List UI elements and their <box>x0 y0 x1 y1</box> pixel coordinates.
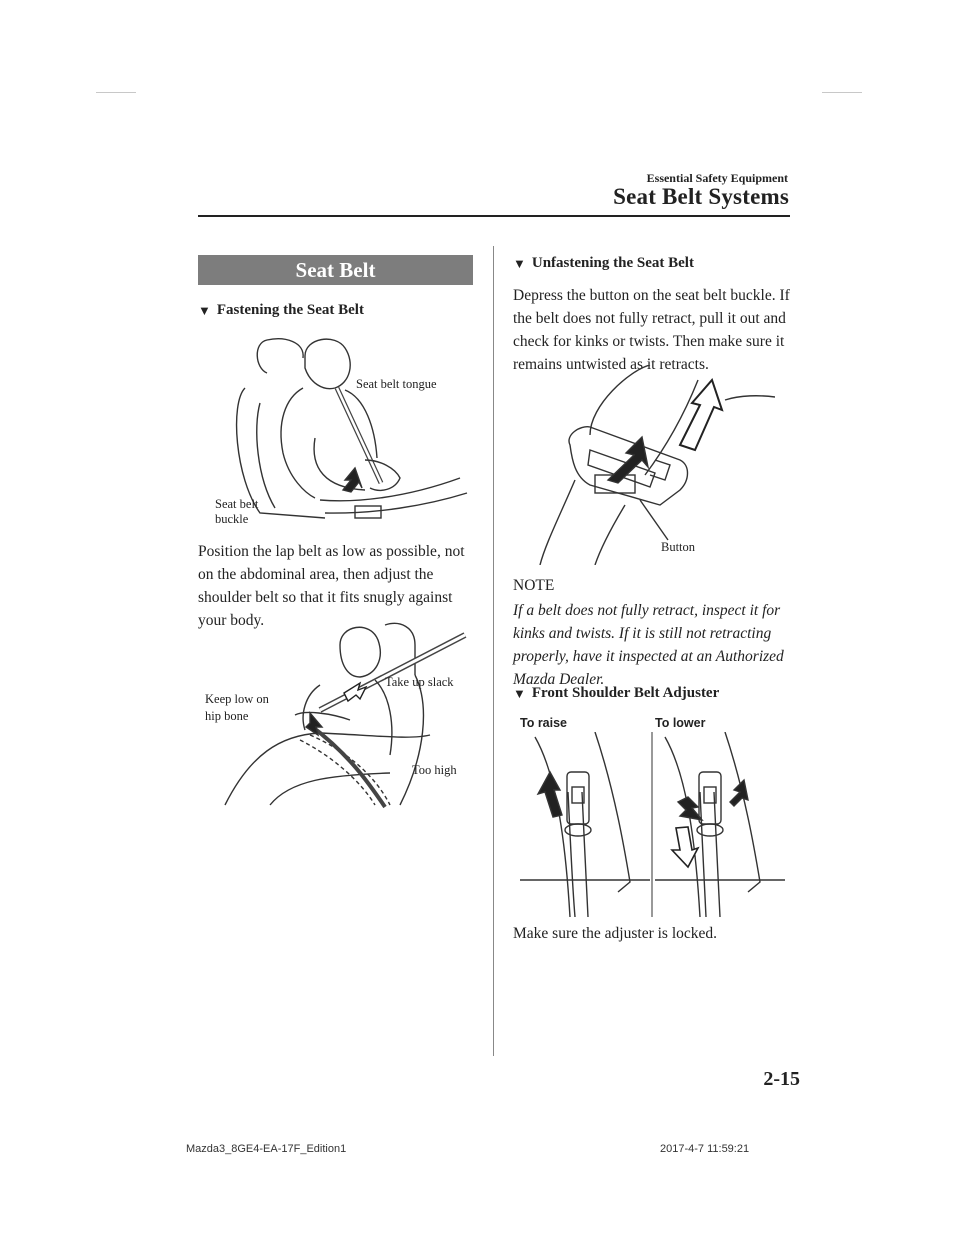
triangle-down-icon: ▼ <box>513 255 526 271</box>
label-seat-belt-buckle-1: Seat belt <box>215 497 259 511</box>
label-keep-low-2: hip bone <box>205 709 249 723</box>
buckle-release-figure <box>530 365 775 565</box>
label-take-up-slack: Take up slack <box>385 675 454 689</box>
triangle-down-icon: ▼ <box>198 302 211 318</box>
label-seat-belt-buckle-2: buckle <box>215 512 249 526</box>
fastening-figure <box>205 328 475 533</box>
adjuster-figure <box>520 732 785 917</box>
crop-mark-top-left <box>96 92 136 93</box>
fastening-heading-text: Fastening the Seat Belt <box>216 302 364 318</box>
section-title: Seat Belt Systems <box>613 184 789 209</box>
crop-mark-top-right <box>822 92 862 93</box>
lap-belt-figure <box>210 615 475 810</box>
footer-doc-id: Mazda3_8GE4-EA-17F_Edition1 <box>186 1143 347 1155</box>
fastening-paragraph: Position the lap belt as low as possible… <box>198 543 465 629</box>
adjuster-paragraph: Make sure the adjuster is locked. <box>513 925 718 942</box>
label-to-raise: To raise <box>520 716 568 730</box>
label-keep-low-1: Keep low on <box>205 692 269 706</box>
footer-timestamp: 2017-4-7 11:59:21 <box>660 1143 750 1155</box>
column-divider <box>493 246 494 1056</box>
note-text: If a belt does not fully retract, inspec… <box>513 602 784 688</box>
note-title: NOTE <box>513 577 555 594</box>
label-too-high: Too high <box>412 763 457 777</box>
header-category: Essential Safety Equipment <box>646 171 788 185</box>
unfastening-heading-text: Unfastening the Seat Belt <box>531 255 694 271</box>
label-button: Button <box>661 540 696 554</box>
page-number: 2-15 <box>763 1068 800 1090</box>
label-to-lower: To lower <box>655 716 706 730</box>
unfastening-paragraph: Depress the button on the seat belt buck… <box>513 287 790 373</box>
adjuster-heading-text: Front Shoulder Belt Adjuster <box>531 685 720 701</box>
unfastening-heading: ▼ Unfastening the Seat Belt <box>513 255 694 272</box>
fastening-heading: ▼ Fastening the Seat Belt <box>198 302 364 319</box>
section-banner: Seat Belt <box>198 255 473 285</box>
triangle-down-icon: ▼ <box>513 685 526 701</box>
header-rule <box>198 215 790 217</box>
adjuster-heading: ▼ Front Shoulder Belt Adjuster <box>513 685 719 702</box>
label-seat-belt-tongue: Seat belt tongue <box>356 377 437 391</box>
